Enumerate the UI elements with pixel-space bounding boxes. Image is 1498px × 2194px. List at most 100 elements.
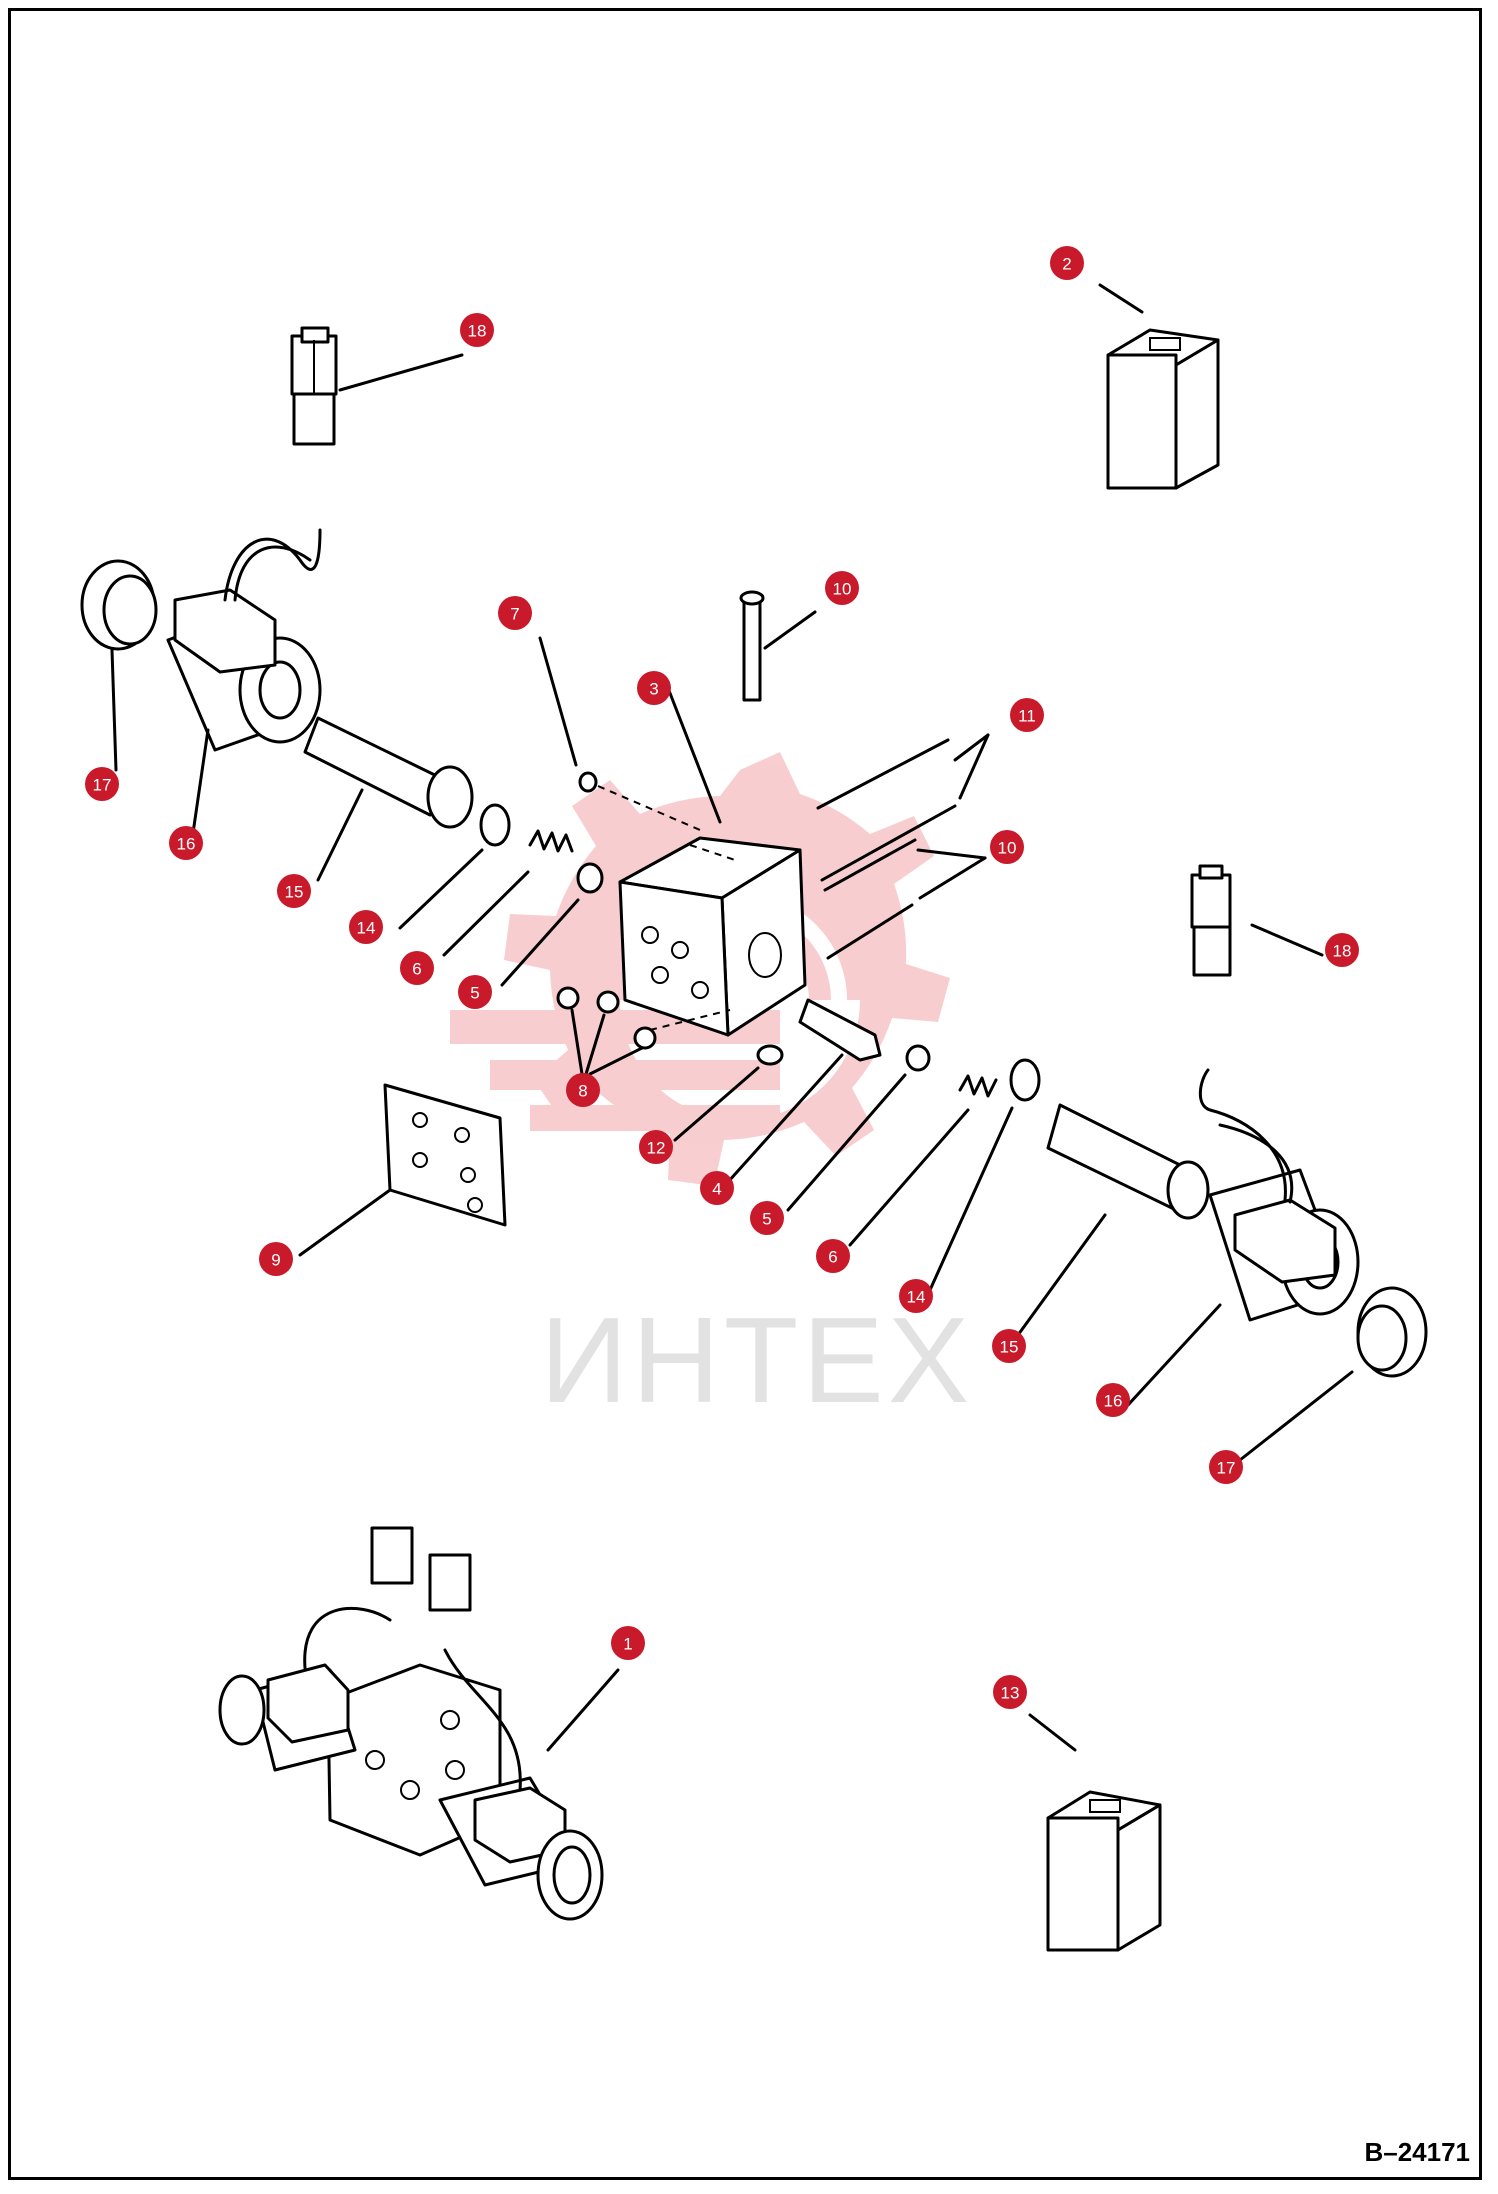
poppet-icon [786,1044,931,1212]
coil-nut-icon [80,559,158,772]
callout-badge-2: 2 [1050,246,1084,280]
callout-label: 14 [907,1288,926,1307]
callout-label: 5 [762,1210,771,1229]
callout-badge-14: 14 [349,910,383,944]
solenoid-coil-icon [1126,1068,1360,1407]
callout-label: 10 [833,580,852,599]
callout-label: 10 [998,839,1017,858]
gasket-icon [298,1083,507,1257]
callout-label: 15 [285,883,304,902]
callout-badge-16: 16 [169,826,203,860]
callout-circle [611,1626,645,1660]
connector-plug-icon [290,326,464,446]
callout-badge-6: 6 [400,951,434,985]
callout-badge-16: 16 [1096,1383,1130,1417]
callout-layer: 1234556678910101112131414151516161717181… [85,246,1359,1709]
callout-badge-5: 5 [750,1201,784,1235]
washer-icon [673,1044,784,1142]
callout-label: 8 [578,1082,587,1101]
callout-circle [458,975,492,1009]
callout-circle [1096,1383,1130,1417]
callout-badge-14: 14 [899,1279,933,1313]
valve-tube-icon [303,716,474,882]
callout-circle [992,1329,1026,1363]
solenoid-coil-icon [166,528,322,842]
callout-circle [1010,698,1044,732]
callout-circle [750,1201,784,1235]
relay-box-icon [1028,1713,1162,1952]
callout-label: 18 [1333,942,1352,961]
callout-label: 15 [1000,1338,1019,1357]
callout-badge-1: 1 [611,1626,645,1660]
callout-circle [259,1242,293,1276]
callout-label: 6 [828,1248,837,1267]
coil-nut-icon [1238,1286,1428,1462]
callout-badge-15: 15 [992,1329,1026,1363]
spring-icon [848,1074,998,1247]
callout-label: 13 [1001,1684,1020,1703]
callout-circle [1050,246,1084,280]
port-plug-icon [556,986,731,1076]
short-bolt-icon [823,838,987,960]
callout-badge-17: 17 [85,767,119,801]
callout-circle [169,826,203,860]
long-bolt-icon [816,733,990,882]
callout-badge-15: 15 [277,874,311,908]
callout-badge-11: 11 [1010,698,1044,732]
callout-badge-8: 8 [566,1073,600,1107]
callout-circle [498,596,532,630]
callout-circle [899,1279,933,1313]
callout-badge-4: 4 [700,1171,734,1205]
callout-badge-13: 13 [993,1675,1027,1709]
callout-badge-7: 7 [498,596,532,630]
bolt-icon [739,590,817,702]
callout-label: 3 [649,680,658,699]
callout-badge-5: 5 [458,975,492,1009]
callout-label: 14 [357,919,376,938]
relay-box-icon [1098,283,1220,490]
assembled-valve-icon [218,1526,620,1921]
callout-badge-18: 18 [1325,933,1359,967]
drawing-number: B–24171 [1364,2137,1470,2167]
callout-circle [1325,933,1359,967]
callout-circle [1209,1450,1243,1484]
callout-circle [639,1130,673,1164]
o-ring-icon [928,1058,1041,1292]
callout-label: 6 [412,960,421,979]
callout-label: 17 [1217,1459,1236,1478]
callout-label: 2 [1062,255,1071,274]
callout-badge-3: 3 [637,671,671,705]
callout-label: 16 [1104,1392,1123,1411]
callout-badge-18: 18 [460,313,494,347]
callout-circle [566,1073,600,1107]
plug-icon [538,636,701,831]
callout-circle [990,830,1024,864]
callout-circle [400,951,434,985]
callout-badge-9: 9 [259,1242,293,1276]
callout-label: 5 [470,984,479,1003]
callout-badge-10: 10 [825,571,859,605]
callout-label: 4 [712,1180,721,1199]
callout-circle [700,1171,734,1205]
spring-icon [442,829,574,957]
callout-circle [277,874,311,908]
connector-plug-icon [1190,864,1324,977]
valve-body-icon [618,686,807,1037]
callout-circle [825,571,859,605]
callout-label: 12 [647,1139,666,1158]
callout-circle [85,767,119,801]
callout-circle [993,1675,1027,1709]
check-valve-icon [726,998,882,1184]
callout-badge-12: 12 [639,1130,673,1164]
callout-circle [349,910,383,944]
callout-circle [460,313,494,347]
callout-badge-10: 10 [990,830,1024,864]
callout-badge-6: 6 [816,1239,850,1273]
drawing-frame [8,8,1482,2180]
callout-label: 18 [468,322,487,341]
callout-circle [816,1239,850,1273]
callout-label: 16 [177,835,196,854]
callout-label: 11 [1018,707,1036,726]
